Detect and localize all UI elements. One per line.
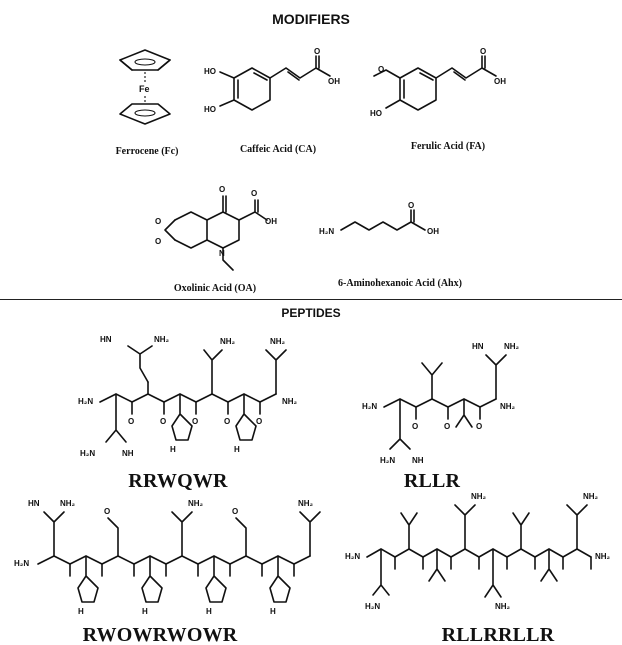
oxolinic-acid-structure: O O O OH O N bbox=[155, 185, 277, 271]
atom-hn-r1: HN bbox=[472, 342, 484, 351]
ferulic-acid-structure: O HO OH O bbox=[370, 47, 506, 118]
atom-nh2-1: NH₂ bbox=[471, 492, 487, 501]
atom-h2n-r2: H₂N bbox=[380, 456, 395, 465]
atom-oh: OH bbox=[494, 77, 506, 86]
atom-o-ring-1: O bbox=[155, 217, 161, 226]
atom-o-keto: O bbox=[219, 185, 225, 194]
atom-h2n: H₂N bbox=[78, 397, 93, 406]
atom-nh2-2: NH₂ bbox=[188, 499, 204, 508]
atom-h-w2: H bbox=[234, 445, 240, 454]
atom-o-acid: O bbox=[251, 189, 257, 198]
ferulic-acid-label: Ferulic Acid (FA) bbox=[410, 141, 486, 152]
atom-fe: Fe bbox=[139, 84, 150, 94]
atom-o-2: O bbox=[160, 417, 166, 426]
caffeic-acid-label: Caffeic Acid (CA) bbox=[239, 144, 317, 155]
atom-oh: OH bbox=[427, 227, 439, 236]
atom-nh2-c: NH₂ bbox=[595, 552, 611, 561]
ferrocene-structure: Fe bbox=[119, 49, 171, 125]
atom-nh2-c: NH₂ bbox=[282, 397, 298, 406]
oxolinic-acid-label: Oxolinic Acid (OA) bbox=[173, 283, 257, 294]
atom-o-3: O bbox=[192, 417, 198, 426]
atom-n: N bbox=[219, 249, 225, 258]
atom-h2n-r1: H₂N bbox=[365, 602, 380, 611]
atom-nh2-1: NH₂ bbox=[60, 499, 76, 508]
atom-o-side-2: O bbox=[232, 507, 238, 516]
atom-h2n: H₂N bbox=[14, 559, 29, 568]
atom-ho-2: HO bbox=[204, 105, 216, 114]
atom-h-w3: H bbox=[206, 607, 212, 616]
atom-o-1: O bbox=[128, 417, 134, 426]
peptide-rrwqwr-label: RRWQWR bbox=[128, 470, 228, 492]
atom-o-ring-2: O bbox=[155, 237, 161, 246]
atom-nh2-q: NH₂ bbox=[220, 337, 236, 346]
peptide-rwowrwowr-structure: H₂N HN NH₂ NH₂ NH₂ O O H H H H bbox=[14, 499, 321, 616]
atom-h-w1: H bbox=[170, 445, 176, 454]
peptides-title: PEPTIDES bbox=[281, 306, 341, 320]
caffeic-acid-structure: HO HO OH O bbox=[204, 47, 340, 114]
atom-o-side-1: O bbox=[104, 507, 110, 516]
atom-oh: OH bbox=[328, 77, 340, 86]
aminohexanoic-acid-structure: H₂N OH O bbox=[319, 201, 439, 236]
atom-o-methoxy: O bbox=[378, 65, 384, 74]
atom-o-3: O bbox=[476, 422, 482, 431]
atom-nh2-r2: NH₂ bbox=[270, 337, 286, 346]
atom-o: O bbox=[408, 201, 414, 210]
atom-h2n-r3: H₂N bbox=[80, 449, 95, 458]
atom-o-2: O bbox=[444, 422, 450, 431]
atom-o: O bbox=[480, 47, 486, 56]
section-divider bbox=[0, 299, 622, 300]
peptide-rllr-structure: H₂N NH₂ NH₂ HN H₂N NH O O O bbox=[362, 342, 520, 465]
atom-o-1: O bbox=[412, 422, 418, 431]
atom-hn-1: HN bbox=[100, 335, 112, 344]
modifiers-title: MODIFIERS bbox=[272, 11, 350, 27]
atom-h2n: H₂N bbox=[319, 227, 334, 236]
atom-h2n: H₂N bbox=[345, 552, 360, 561]
atom-nh-r2: NH bbox=[412, 456, 424, 465]
ferrocene-label: Ferrocene (Fc) bbox=[115, 146, 179, 157]
atom-oh: OH bbox=[265, 217, 277, 226]
atom-o-4: O bbox=[224, 417, 230, 426]
peptide-rllrrllr-structure: H₂N NH₂ NH₂ NH₂ H₂N NH₂ bbox=[345, 492, 611, 611]
atom-ho-1: HO bbox=[204, 67, 216, 76]
peptide-rrwqwr-structure: H₂N NH₂ NH₂ HN NH₂ NH₂ H₂N NH H H O O O … bbox=[78, 335, 298, 458]
atom-o-5: O bbox=[256, 417, 262, 426]
atom-h-w4: H bbox=[270, 607, 276, 616]
atom-o: O bbox=[314, 47, 320, 56]
atom-hn-1: HN bbox=[28, 499, 40, 508]
peptide-rllr-label: RLLR bbox=[403, 470, 461, 492]
atom-nh2-r1: NH₂ bbox=[504, 342, 520, 351]
atom-nh2-3: NH₂ bbox=[298, 499, 314, 508]
atom-nh2-2: NH₂ bbox=[583, 492, 599, 501]
peptide-rllrrllr-label: RLLRRLLR bbox=[441, 624, 555, 645]
atom-h2n: H₂N bbox=[362, 402, 377, 411]
atom-nh2-r1: NH₂ bbox=[154, 335, 170, 344]
aminohexanoic-acid-label: 6-Aminohexanoic Acid (Ahx) bbox=[338, 278, 462, 289]
atom-nh2-r3: NH₂ bbox=[495, 602, 511, 611]
atom-h-w2: H bbox=[142, 607, 148, 616]
atom-ho: HO bbox=[370, 109, 382, 118]
peptide-rwowrwowr-label: RWOWRWOWR bbox=[82, 624, 238, 645]
atom-nh2-c: NH₂ bbox=[500, 402, 516, 411]
atom-h-w1: H bbox=[78, 607, 84, 616]
atom-nh-r3: NH bbox=[122, 449, 134, 458]
